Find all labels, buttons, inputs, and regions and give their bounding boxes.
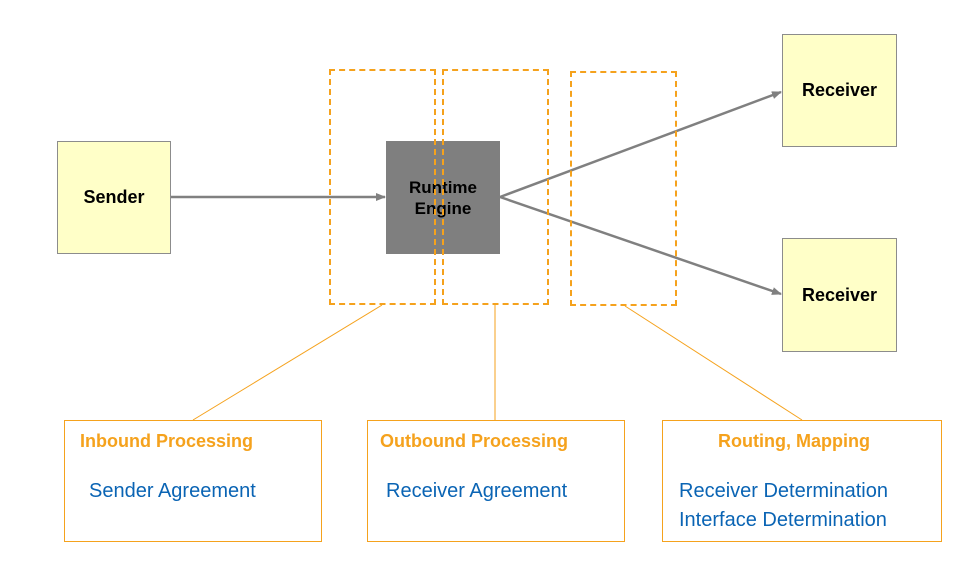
outbound-zone <box>442 69 549 305</box>
sender-label: Sender <box>83 187 145 207</box>
outbound-panel-line: Receiver Agreement <box>386 480 568 502</box>
arrow-engine-to-receiver-bottom <box>499 195 782 296</box>
routing-zone <box>570 71 677 306</box>
receiver-label-bottom: Receiver <box>801 284 878 305</box>
receiver-label-top: Receiver <box>801 80 878 100</box>
inbound-panel-title: Inbound Processing <box>80 431 254 451</box>
sender-node: Sender <box>57 141 171 254</box>
routing-panel: Routing, Mapping Receiver Determination … <box>662 420 942 542</box>
arrow-engine-to-receiver-top <box>499 90 782 199</box>
receiver-node-top: Receiver <box>782 34 897 147</box>
leader-line-routing <box>624 305 803 421</box>
inbound-panel: Inbound Processing Sender Agreement <box>64 420 322 542</box>
inbound-zone <box>329 69 436 305</box>
routing-panel-line-1: Receiver Determination <box>679 480 888 502</box>
inbound-panel-line: Sender Agreement <box>89 480 256 502</box>
outbound-panel-title: Outbound Processing <box>380 431 569 451</box>
routing-panel-title: Routing, Mapping <box>718 431 870 451</box>
receiver-node-bottom: Receiver <box>782 238 897 352</box>
outbound-panel: Outbound Processing Receiver Agreement <box>367 420 625 542</box>
routing-panel-line-2: Interface Determination <box>679 509 887 531</box>
leader-line-inbound <box>192 304 383 421</box>
